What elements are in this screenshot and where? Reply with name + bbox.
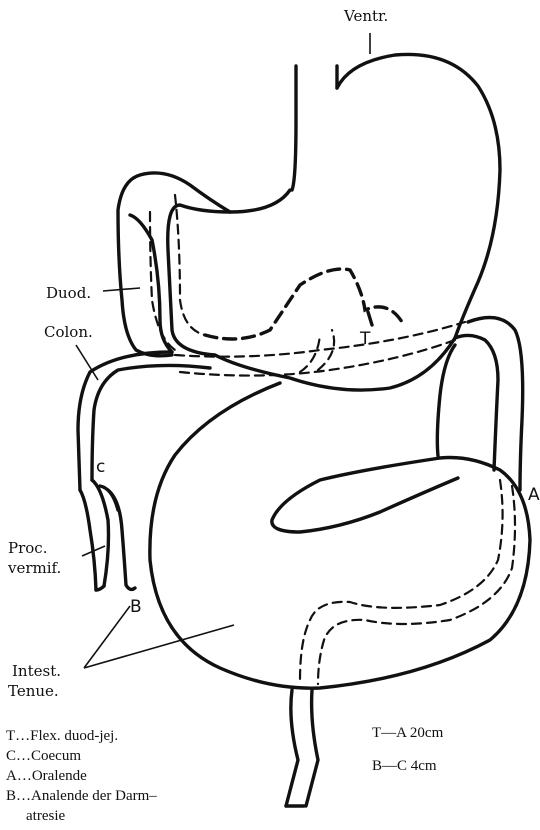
ventr-label: Ventr. [343, 7, 388, 25]
duod-label: Duod. [46, 284, 91, 302]
colon-inner [92, 365, 210, 480]
legend-item-b-cont: atresie [26, 808, 65, 824]
legend-item-a: A…Oralende [6, 768, 87, 784]
vermif-label: vermif. [7, 559, 61, 577]
jejunum-limb-inner [437, 345, 455, 456]
duodenum-outline [118, 173, 230, 356]
proc-label: Proc. [8, 539, 47, 557]
tenue-label: Tenue. [8, 682, 59, 700]
b-label: B [130, 597, 142, 617]
ileum-exit [286, 690, 318, 806]
measurements: T—A 20cm B—C 4cm [372, 725, 444, 774]
measurement-t-a: T—A 20cm [372, 725, 444, 741]
measurement-b-c: B—C 4cm [372, 758, 437, 774]
leader-lines [76, 33, 370, 668]
t-label: T [359, 329, 371, 349]
a-label: A [528, 485, 540, 505]
legend: T…Flex. duod-jej. C…Coecum A…Oralende B…… [6, 728, 157, 824]
small-intestine-outline [150, 383, 530, 688]
jejunum-limb [455, 335, 498, 470]
hidden-structures [150, 195, 515, 684]
esophagus [292, 66, 337, 190]
colon-label: Colon. [44, 323, 93, 341]
intest-label: Intest. [12, 662, 61, 680]
c-label: c [96, 457, 105, 477]
legend-item-t: T…Flex. duod-jej. [6, 728, 118, 744]
t-marker-tick [368, 312, 372, 325]
coecum-appendix [80, 480, 135, 590]
legend-item-b: B…Analende der Darm– [6, 788, 157, 804]
legend-item-c: C…Coecum [6, 748, 81, 764]
